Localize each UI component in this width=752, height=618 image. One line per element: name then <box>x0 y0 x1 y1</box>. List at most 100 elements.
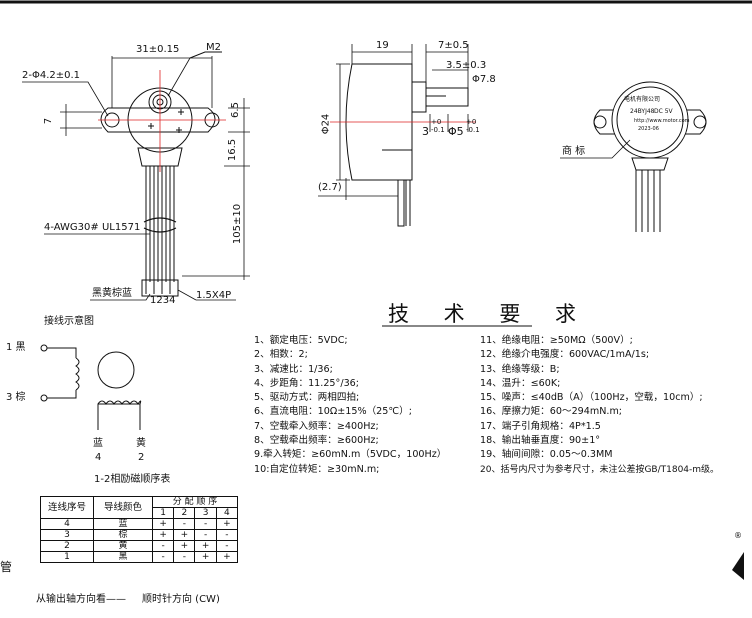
shaft-dia-tol: +0 -0.1 <box>466 118 480 134</box>
shaft-dia-dim: Φ5 <box>448 125 464 138</box>
seq-row-color: 黄 <box>93 540 153 552</box>
seq-row-number: 3 <box>40 529 94 541</box>
seq-col-color-header: 导线颜色 <box>93 496 153 519</box>
requirements-title: 技 术 要 求 <box>388 302 591 326</box>
seq-cell: - <box>215 529 239 541</box>
requirement-item: 3、减速比：1/36; <box>254 363 333 375</box>
requirement-item: 15、噪声：≤40dB（A）（100Hz，空载，10cm）; <box>480 392 703 404</box>
requirement-item: 12、绝缘介电强度：600VAC/1mA/1s; <box>480 349 650 361</box>
shaft-flat-tol: +0 -0.1 <box>431 118 445 134</box>
seq-cell: + <box>194 540 217 552</box>
hole-dim: 2-Φ4.2±0.1 <box>22 70 81 81</box>
wire-colors-label: 黑黄棕蓝 <box>92 288 132 299</box>
requirement-item: 9.牵入转矩：≥60mN.m（5VDC，100Hz） <box>254 449 447 461</box>
pin3-label: 3 棕 <box>6 392 26 403</box>
mount-spacing-dim: 31±0.15 <box>136 44 180 55</box>
requirement-item: 4、步距角：11.25°/36; <box>254 377 360 389</box>
requirement-item: 1、额定电压：5VDC; <box>254 335 348 346</box>
seq-cell: + <box>194 551 217 563</box>
requirement-item: 8、空载牵出频率：≥600Hz; <box>254 435 379 447</box>
sequence-table: 连线序号 导线颜色 分 配 顺 序 1 2 3 4 4 蓝 + - - + 3 … <box>40 496 239 563</box>
flat-length-dim: 3.5±0.3 <box>446 60 487 71</box>
requirement-item: 2、相数：2; <box>254 349 308 361</box>
requirement-item: 14、温升：≤60K; <box>480 377 561 389</box>
yellow-wire-number: 2 <box>138 452 145 463</box>
front-view <box>22 51 250 301</box>
seq-group-header: 分 配 顺 序 <box>152 496 238 508</box>
requirement-item: 19、轴间间隙：0.05～0.3MM <box>480 449 613 461</box>
seq-cell: - <box>173 518 196 530</box>
requirement-item: 11、绝缘电阻：≥50MΩ（500V）; <box>480 335 633 346</box>
seq-cell: - <box>215 540 239 552</box>
seq-cell: - <box>151 551 175 563</box>
body-length-dim: 19 <box>376 40 389 51</box>
wire-length-dim: 105±10 <box>232 203 244 245</box>
seq-step-header: 1 <box>151 507 175 519</box>
seq-col-number-header: 连线序号 <box>40 496 94 519</box>
seq-row-color: 棕 <box>93 529 153 541</box>
seq-step-header: 3 <box>194 507 217 519</box>
seq-cell: - <box>151 540 175 552</box>
table-row: 3 棕 + + - - <box>40 529 239 541</box>
shaft-length-dim: 7±0.5 <box>438 40 469 51</box>
shaft-flat-dim: 3 <box>422 125 429 138</box>
seq-cell: - <box>194 518 217 530</box>
requirements-right-list: 11、绝缘电阻：≥50MΩ（500V）; 12、绝缘介电强度：600VAC/1m… <box>480 334 719 477</box>
seq-cell: + <box>151 529 175 541</box>
seq-row-number: 1 <box>40 551 94 563</box>
height-6-5-dim: 6.5 <box>229 102 241 118</box>
height-16-5-dim: 16.5 <box>227 138 239 162</box>
seq-cell: - <box>173 551 196 563</box>
seq-row-number: 2 <box>40 540 94 552</box>
nameplate-date: 2023-06 <box>638 126 659 132</box>
requirement-item: 13、绝缘等级：B; <box>480 363 560 375</box>
seq-cell: + <box>173 540 196 552</box>
seq-cell: + <box>173 529 196 541</box>
seq-step-header: 4 <box>215 507 239 519</box>
table-row: 1 黑 - - + + <box>40 551 239 563</box>
wiring-title: 接线示意图 <box>44 316 94 327</box>
seq-row-number: 4 <box>40 518 94 530</box>
table-row: 2 黄 - + + - <box>40 540 239 552</box>
screw-label: M2 <box>206 42 221 53</box>
nameplate-url: http://www.motor.com <box>634 118 690 124</box>
direction-label: 从输出轴方向看—— <box>36 594 126 605</box>
connector-label: 1.5X4P <box>196 290 232 301</box>
requirements-left-list: 1、额定电压：5VDC; 2、相数：2; 3、减速比：1/36; 4、步距角：1… <box>254 334 446 477</box>
nameplate-voltage: DC 5V <box>654 108 673 115</box>
table-row: 4 蓝 + - - + <box>40 518 239 530</box>
side-edge-glyphs: 管 <box>0 560 13 574</box>
seq-cell: + <box>215 551 239 563</box>
requirement-item: 7、空载牵入频率：≥400Hz; <box>254 420 379 432</box>
seq-row-color: 蓝 <box>93 518 153 530</box>
wiring-diagram <box>40 344 142 430</box>
registered-mark: ® <box>734 531 742 540</box>
edge-mark-shape <box>732 552 744 580</box>
blue-wire-number: 4 <box>95 452 102 463</box>
blue-wire-label: 蓝 <box>93 438 103 449</box>
requirement-item: 16、摩擦力矩：60～294mN.m; <box>480 406 623 418</box>
lead-offset-dim: (2.7) <box>318 182 342 193</box>
sequence-caption: 1-2相励磁顺序表 <box>94 474 171 485</box>
trademark-label: 商 标 <box>562 146 586 157</box>
nameplate-brand: 电机有限公司 <box>624 96 661 103</box>
seq-cell: + <box>215 518 239 530</box>
yellow-wire-label: 黄 <box>136 438 146 449</box>
requirement-item: 10:自定位转矩：≥30mN.m; <box>254 463 380 475</box>
side-view <box>318 44 469 227</box>
nameplate-model: 24BYJ48 <box>630 108 655 115</box>
requirement-item: 5、驱动方式：两相四拍; <box>254 392 360 404</box>
direction-cw-label: 顺时针方向 (CW) <box>142 594 220 605</box>
flange-height-dim: 7 <box>43 117 55 125</box>
body-dia-dim: Φ24 <box>320 113 332 135</box>
seq-cell: - <box>194 529 217 541</box>
wire-spec-label: 4-AWG30# UL1571 <box>44 222 141 233</box>
pin-numbers-label: 1234 <box>150 295 176 306</box>
pin1-label: 1 黑 <box>6 342 26 353</box>
requirement-item: 18、输出轴垂直度：90±1° <box>480 435 601 447</box>
seq-row-color: 黑 <box>93 551 153 563</box>
requirement-item: 6、直流电阻：10Ω±15%（25℃）; <box>254 406 412 418</box>
requirement-item: 20、括号内尺寸为参考尺寸，未注公差按GB/T1804-m级。 <box>480 464 720 475</box>
